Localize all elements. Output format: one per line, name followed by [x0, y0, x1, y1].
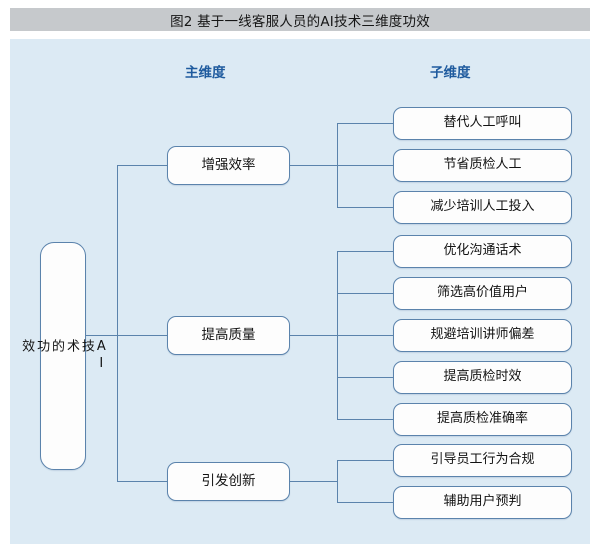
connector-group2-leaf-5: [337, 419, 393, 420]
connector-group2-leaf-2: [337, 293, 393, 294]
sub-node-1-2[interactable]: 节省质检人工: [393, 149, 572, 182]
connector-group1-stub: [290, 165, 337, 166]
connector-main-branch-2: [117, 335, 167, 336]
sub-node-1-2-label: 节省质检人工: [443, 157, 522, 173]
sub-node-3-2-label: 辅助用户预判: [443, 494, 522, 510]
sub-node-3-2[interactable]: 辅助用户预判: [393, 486, 572, 519]
connector-group1-leaf-2: [337, 165, 393, 166]
main-node-2[interactable]: 提高质量: [167, 316, 290, 355]
sub-node-1-3-label: 减少培训人工投入: [430, 199, 535, 215]
connector-main-branch-1: [117, 165, 167, 166]
connector-group3-stub: [290, 481, 337, 482]
main-node-3-label: 引发创新: [201, 472, 256, 489]
connector-group1-leaf-3: [337, 207, 393, 208]
connector-root-stub: [76, 335, 118, 336]
sub-node-2-2-label: 筛选高价值用户: [436, 285, 528, 301]
sub-node-2-3[interactable]: 规避培训讲师偏差: [393, 319, 572, 352]
sub-node-2-5-label: 提高质检准确率: [436, 411, 528, 427]
main-node-3[interactable]: 引发创新: [167, 462, 290, 501]
sub-node-2-4[interactable]: 提高质检时效: [393, 361, 572, 394]
connector-group2-stub: [290, 335, 337, 336]
sub-node-1-1[interactable]: 替代人工呼叫: [393, 107, 572, 140]
figure-title-bar: 图2 基于一线客服人员的AI技术三维度功效: [10, 8, 590, 31]
connector-main-branch-3: [117, 481, 167, 482]
sub-node-2-1-label: 优化沟通话术: [443, 243, 522, 259]
connector-group3-trunk: [337, 460, 338, 502]
figure-title: 图2 基于一线客服人员的AI技术三维度功效: [170, 13, 430, 30]
sub-node-2-1[interactable]: 优化沟通话术: [393, 235, 572, 268]
connector-group2-leaf-3: [337, 335, 393, 336]
column-header-main-dimension: 主维度: [185, 65, 226, 81]
connector-group3-leaf-2: [337, 502, 393, 503]
connector-group2-leaf-1: [337, 251, 393, 252]
main-node-2-label: 提高质量: [201, 326, 256, 343]
main-node-1-label: 增强效率: [201, 156, 256, 173]
sub-node-2-5[interactable]: 提高质检准确率: [393, 403, 572, 436]
connector-group3-leaf-1: [337, 460, 393, 461]
sub-node-2-3-label: 规避培训讲师偏差: [430, 327, 535, 343]
main-node-1[interactable]: 增强效率: [167, 146, 290, 185]
sub-node-1-3[interactable]: 减少培训人工投入: [393, 191, 572, 224]
sub-node-1-1-label: 替代人工呼叫: [443, 115, 522, 131]
sub-node-3-1-label: 引导员工行为合规: [430, 452, 535, 468]
connector-group2-leaf-4: [337, 377, 393, 378]
column-header-sub-dimension: 子维度: [430, 65, 471, 81]
sub-node-3-1[interactable]: 引导员工行为合规: [393, 444, 572, 477]
sub-node-2-2[interactable]: 筛选高价值用户: [393, 277, 572, 310]
root-node[interactable]: AI 技 术 的 功 效: [19, 242, 109, 470]
connector-main-trunk: [117, 165, 118, 481]
sub-node-2-4-label: 提高质检时效: [443, 369, 522, 385]
connector-group1-leaf-1: [337, 123, 393, 124]
diagram-canvas: 主维度 子维度 AI 技 术 的 功 效 增强效率: [10, 39, 590, 544]
root-node-label: AI 技 术 的 功 效: [19, 339, 109, 373]
